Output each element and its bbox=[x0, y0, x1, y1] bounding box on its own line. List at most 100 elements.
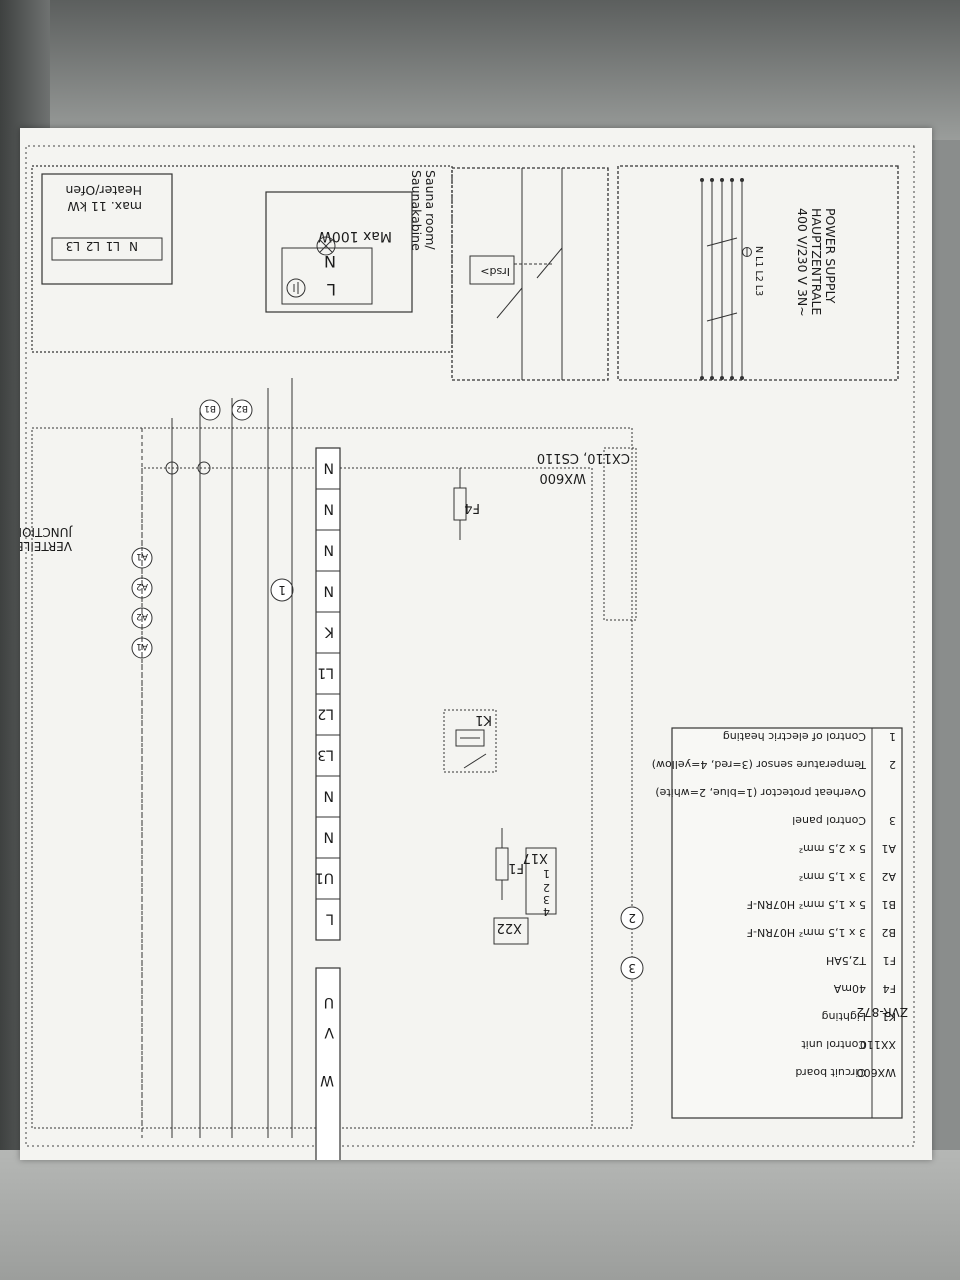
svg-text:F4: F4 bbox=[464, 500, 480, 515]
svg-text:2: 2 bbox=[628, 911, 636, 925]
legend-description: 5 x 1,5 mm² H07RN-F bbox=[747, 898, 866, 911]
x17-pin-2: 2 bbox=[543, 881, 550, 894]
lamp-terminal-n: N bbox=[324, 252, 336, 271]
x17-pin-1: 1 bbox=[543, 867, 550, 880]
ground-symbol bbox=[742, 247, 752, 257]
controller-terminal-6: L2 bbox=[317, 706, 334, 722]
cable-a2-right: A2 bbox=[136, 611, 148, 621]
svg-text:3: 3 bbox=[628, 961, 636, 975]
circuit-board-label: WX600 bbox=[539, 470, 586, 485]
controller-terminal-3: N bbox=[324, 583, 334, 599]
legend-description: Control unit bbox=[801, 1038, 866, 1051]
legend-description: Control panel bbox=[792, 814, 866, 827]
power-supply-title: POWER SUPPLY bbox=[823, 208, 838, 304]
marker-1: 1 bbox=[270, 578, 294, 602]
controller-terminal-0: N bbox=[324, 460, 334, 476]
legend-description: 3 x 1,5 mm² H07RN-F bbox=[747, 926, 866, 939]
document-code: ZVR-872 bbox=[856, 1005, 908, 1019]
x17-pin-3: 3 bbox=[543, 893, 550, 906]
controller-model: CX110, CS110 bbox=[537, 450, 630, 465]
heater-terminal-l3: L3 bbox=[66, 239, 80, 253]
controller-wiring bbox=[141, 378, 293, 1138]
junction-box-label-de: VERTEILERDOSE bbox=[20, 539, 72, 553]
heater-terminal-n: N bbox=[129, 239, 138, 253]
controller-model-box bbox=[603, 447, 637, 621]
marker-2: 2 bbox=[620, 906, 644, 930]
junction-box-label: JUNCTION BOX bbox=[20, 525, 73, 539]
residual-current-switch: Irsd> bbox=[451, 167, 609, 381]
legend-description: Overheat protector (1=blue, 2=white) bbox=[655, 786, 866, 799]
legend-key: F1 bbox=[883, 954, 896, 967]
legend-key: A1 bbox=[881, 842, 896, 855]
lamp-ground-icon bbox=[286, 278, 306, 298]
legend-key: K1 bbox=[882, 1010, 896, 1023]
legend-description: Control of electric heating bbox=[723, 730, 866, 743]
sauna-room-title-de: Saunakabine bbox=[409, 170, 424, 251]
controller-terminal-1: N bbox=[324, 501, 334, 517]
legend-key: WX600 bbox=[857, 1066, 896, 1079]
sauna-room-title: Sauna room/ bbox=[423, 170, 438, 250]
legend-description: Lighting bbox=[822, 1010, 866, 1023]
heater-power: max. 11 kW bbox=[67, 199, 142, 214]
legend-description: T2,5AH bbox=[826, 954, 867, 967]
legend-key: 1 bbox=[889, 730, 896, 743]
legend-key: B1 bbox=[881, 898, 896, 911]
sensor-b2: B2 bbox=[231, 399, 253, 421]
terminal-u: U bbox=[324, 994, 334, 1010]
circuit-board-frame bbox=[141, 467, 593, 1129]
legend-description: Temperature sensor (3=red, 4=yellow) bbox=[652, 758, 867, 771]
power-supply-voltage: 400 V/230 V 3N~ bbox=[795, 208, 810, 317]
controller-terminal-11: L bbox=[326, 911, 334, 927]
x17-pin-4: 4 bbox=[543, 905, 550, 918]
controller-terminal-10: U1 bbox=[315, 870, 334, 886]
svg-text:1: 1 bbox=[278, 583, 286, 597]
legend-description: 3 x 1,5 mm² bbox=[799, 870, 866, 883]
diagram-rotated-frame: POWER SUPPLY HAUPTZENTRALE 400 V/230 V 3… bbox=[20, 128, 932, 1160]
connector-x17: X17 1 2 3 4 bbox=[523, 847, 557, 918]
controller-terminal-2: N bbox=[324, 542, 334, 558]
power-supply-title-de: HAUPTZENTRALE bbox=[809, 208, 824, 315]
legend-key: 2 bbox=[889, 758, 896, 771]
sauna-room-block: Sauna room/ Saunakabine Max 100W N L N L… bbox=[31, 165, 453, 421]
svg-text:X22: X22 bbox=[497, 920, 522, 935]
rcd-label: Irsd> bbox=[480, 265, 510, 278]
legend-key: A2 bbox=[881, 870, 896, 883]
heater-terminal-l1: L1 bbox=[106, 239, 120, 253]
connector-x22: X22 bbox=[493, 917, 529, 945]
controller-terminal-9: N bbox=[324, 829, 334, 845]
legend-key: XX110 bbox=[860, 1038, 896, 1051]
terminal-w: W bbox=[320, 1072, 334, 1088]
fuse-f4: F4 bbox=[453, 468, 480, 540]
output-terminal-strip: U V W bbox=[315, 967, 341, 1160]
controller-terminal-7: L3 bbox=[317, 747, 334, 763]
legend-description: 5 x 2,5 mm² bbox=[799, 842, 866, 855]
junction-box: JUNCTION BOX VERTEILERDOSE bbox=[20, 461, 211, 553]
legend-description: Circuit board bbox=[795, 1066, 866, 1079]
marker-3: 3 bbox=[620, 956, 644, 980]
lamp-terminals bbox=[281, 247, 373, 305]
wiring-diagram: POWER SUPPLY HAUPTZENTRALE 400 V/230 V 3… bbox=[20, 145, 915, 1160]
controller-terminal-5: L1 bbox=[317, 665, 334, 681]
background-top bbox=[0, 0, 960, 140]
lamp-max-label: Max 100W bbox=[318, 228, 392, 244]
controller-terminal-8: N bbox=[324, 788, 334, 804]
svg-text:F1: F1 bbox=[508, 860, 524, 875]
heater-label: Heater/Ofen bbox=[65, 183, 142, 198]
relay-k1: K1 bbox=[443, 709, 497, 773]
lamp-icon bbox=[316, 236, 336, 256]
legend-key: F4 bbox=[883, 982, 896, 995]
controller-terminal-4: K bbox=[324, 624, 334, 640]
heater-terminal-l2: L2 bbox=[86, 239, 100, 253]
legend-key: 3 bbox=[889, 814, 896, 827]
supply-wires bbox=[701, 178, 743, 380]
power-supply-block: POWER SUPPLY HAUPTZENTRALE 400 V/230 V 3… bbox=[617, 165, 899, 381]
power-supply-terminals: N L1 L2 L3 bbox=[753, 246, 764, 296]
supply-connection-dots bbox=[700, 178, 744, 380]
svg-text:K1: K1 bbox=[475, 712, 492, 727]
svg-text:X17: X17 bbox=[523, 850, 548, 865]
heater-box bbox=[41, 173, 173, 285]
lamp-box bbox=[265, 191, 413, 313]
svg-text:B2: B2 bbox=[236, 403, 248, 413]
sensor-b1: B1 bbox=[199, 399, 221, 421]
